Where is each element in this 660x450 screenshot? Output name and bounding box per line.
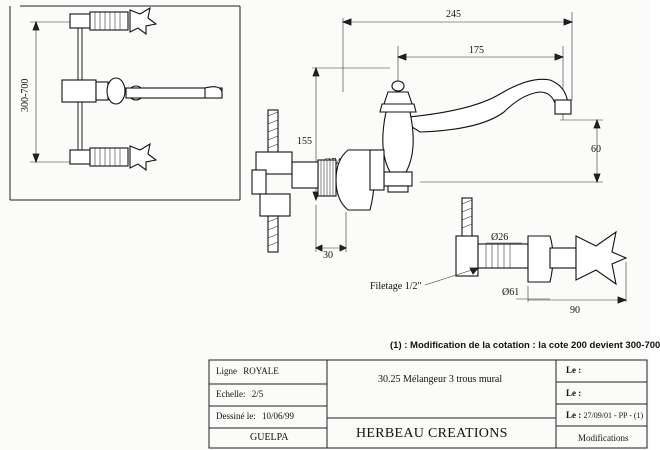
ligne-label-text: Ligne	[216, 366, 237, 376]
dim-300-700: 300-700	[20, 79, 31, 112]
revision-note: (1) : Modification de la cotation : la c…	[390, 340, 660, 351]
dim-175: 175	[469, 45, 484, 56]
dim-30: 30	[323, 250, 333, 261]
le-1: Le :	[566, 365, 582, 375]
ligne-label: Ligne ROYALE	[216, 366, 279, 376]
ligne-value: ROYALE	[243, 366, 279, 376]
front-view-inset: 300-700	[9, 5, 241, 201]
dessine-value: 10/06/99	[262, 411, 295, 421]
dim-155: 155	[297, 136, 312, 147]
author: GUELPA	[250, 432, 289, 443]
dim-diam-26: Ø26	[491, 232, 508, 243]
echelle-row: Echelle: 2/5	[216, 389, 263, 399]
valve-side-view: Ø26 Filetage 1/2" Ø61 90	[370, 197, 628, 316]
le-3-value: 27/09/01 - PP - (1)	[583, 411, 644, 420]
dim-90: 90	[570, 305, 580, 316]
side-view-spout: 245 175 155 60 Ø74	[251, 9, 603, 261]
echelle-value: 2/5	[251, 389, 264, 399]
le-2: Le :	[566, 388, 582, 398]
title-block-frame	[208, 359, 648, 449]
le-3-row: Le : 27/09/01 - PP - (1)	[566, 410, 643, 420]
dim-60: 60	[591, 144, 601, 155]
echelle-label: Echelle:	[216, 389, 246, 399]
company-name: HERBEAU CREATIONS	[356, 426, 508, 441]
dim-diam-61: Ø61	[502, 287, 519, 298]
modifications-label: Modifications	[578, 433, 629, 443]
dessine-row: Dessiné le: 10/06/99	[216, 411, 294, 421]
dim-245: 245	[446, 9, 461, 20]
le-3-label: Le :	[566, 410, 582, 420]
thread-label: Filetage 1/2"	[370, 281, 422, 292]
dessine-label: Dessiné le:	[216, 411, 256, 421]
supply-hose	[251, 109, 319, 253]
product-designation: 30.25 Mélangeur 3 trous mural	[378, 374, 503, 385]
